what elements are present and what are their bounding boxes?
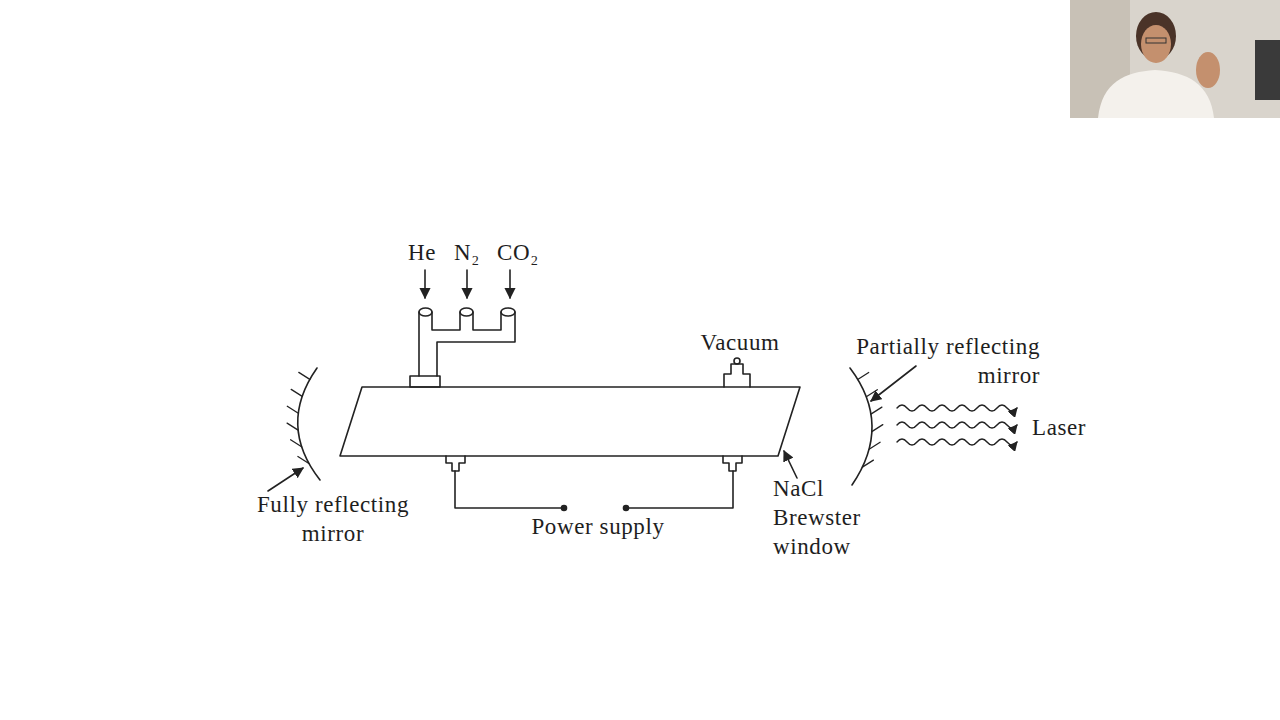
- laser-beam: [897, 422, 1017, 428]
- mirror-hatch: [858, 373, 883, 468]
- gas-inlet-manifold: [419, 312, 515, 376]
- partially-reflecting-mirror: [850, 368, 872, 485]
- supply-wire: [455, 471, 562, 508]
- gas-inlet-tube: [419, 308, 432, 316]
- discharge-tube: [340, 387, 800, 456]
- leader-arrow: [784, 451, 797, 478]
- gas-inlet-tube: [460, 308, 473, 316]
- part-label: Partially reflecting mirror: [800, 332, 1040, 390]
- leader-arrow: [268, 468, 303, 491]
- laser-beam: [897, 405, 1017, 411]
- gas-arrow: [509, 270, 511, 298]
- presenter-hand: [1196, 52, 1220, 88]
- gas-inlet-tube: [501, 308, 515, 316]
- part-label: CO₂: [488, 238, 548, 267]
- part-label: Vacuum: [685, 328, 795, 357]
- webcam-screen: [1255, 40, 1280, 100]
- part-label: He: [398, 238, 446, 267]
- vacuum-port: [734, 358, 740, 364]
- webcam-frame: [1070, 0, 1280, 118]
- supply-terminal: [562, 506, 567, 511]
- supply-terminal: [624, 506, 629, 511]
- vacuum-port: [724, 364, 750, 387]
- electrode: [723, 456, 742, 471]
- mirror-hatch: [287, 372, 310, 463]
- supply-wire: [628, 471, 733, 508]
- presenter-webcam: [1070, 0, 1280, 118]
- inlet-flange: [410, 376, 440, 387]
- electrode: [446, 456, 465, 471]
- part-label: Power supply: [508, 512, 688, 541]
- leader-arrow: [871, 366, 916, 401]
- part-label: Laser: [1032, 413, 1112, 442]
- presenter-face: [1141, 25, 1171, 63]
- gas-arrow: [424, 270, 426, 298]
- laser-beam: [897, 439, 1017, 445]
- gas-arrow: [466, 270, 468, 298]
- presenter-glasses: [1146, 38, 1166, 43]
- part-label: Fully reflecting mirror: [233, 490, 433, 548]
- part-label: N₂: [442, 238, 492, 267]
- part-label: NaCl Brewster window: [773, 474, 893, 561]
- presenter-body: [1098, 70, 1214, 118]
